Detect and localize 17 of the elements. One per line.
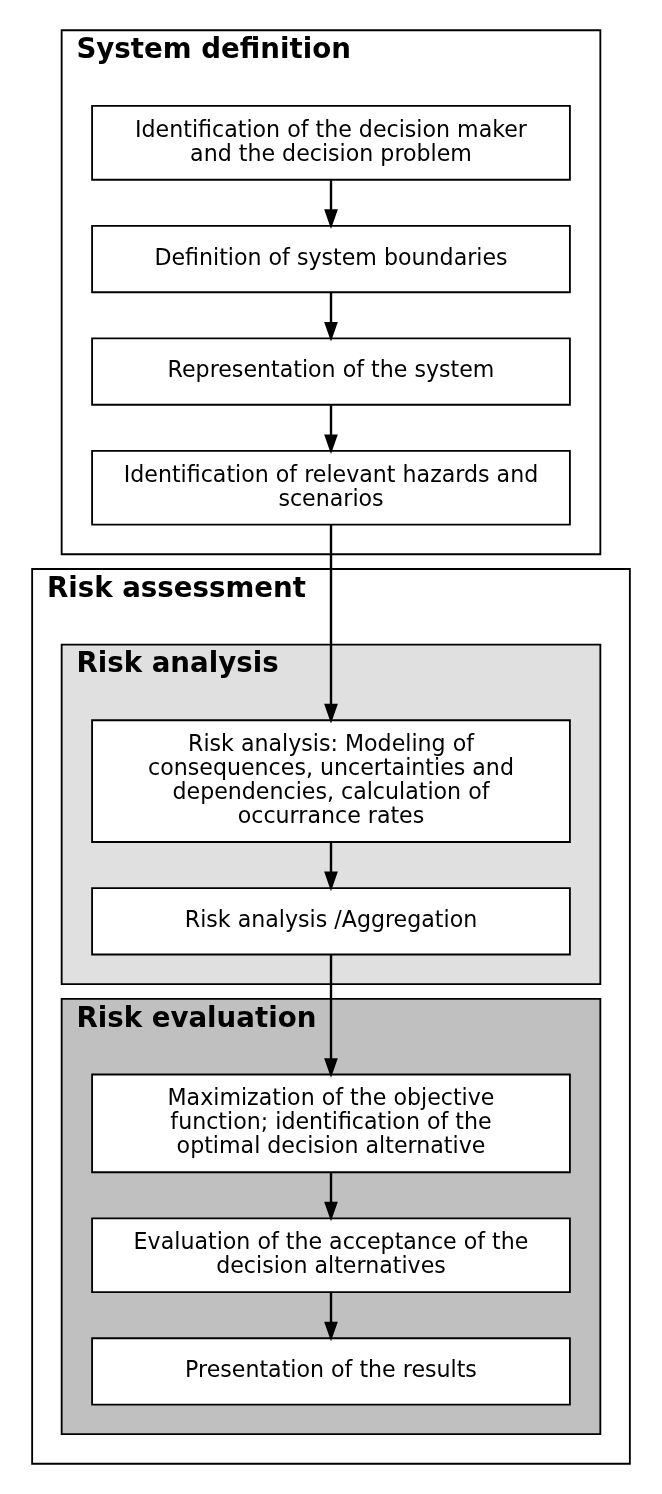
node-box: Risk analysis: Modeling of consequences, uncertainties and dependencies, calculation of occurrance rates [91, 719, 571, 843]
arrow [324, 1172, 338, 1222]
arrow [324, 405, 338, 454]
arrow [324, 842, 338, 892]
node-box: Evaluation of the acceptance of the decision alternatives [91, 1217, 571, 1294]
arrow [324, 292, 338, 342]
arrow [324, 1292, 338, 1342]
node-box: Risk analysis /Aggregation [91, 887, 571, 956]
arrow [324, 180, 338, 229]
arrow [324, 955, 338, 1078]
node-box: Identification of the decision maker and the decision problem [91, 105, 571, 181]
node-box: Identification of relevant hazards and scenarios [91, 450, 571, 526]
node-box: Maximization of the objective function; identification of the optimal decision alternative [91, 1073, 571, 1174]
node-box: Presentation of the results [91, 1337, 571, 1406]
node-box: Representation of the system [91, 337, 571, 406]
arrow [324, 525, 338, 724]
node-box: Definition of system boundaries [91, 224, 571, 294]
